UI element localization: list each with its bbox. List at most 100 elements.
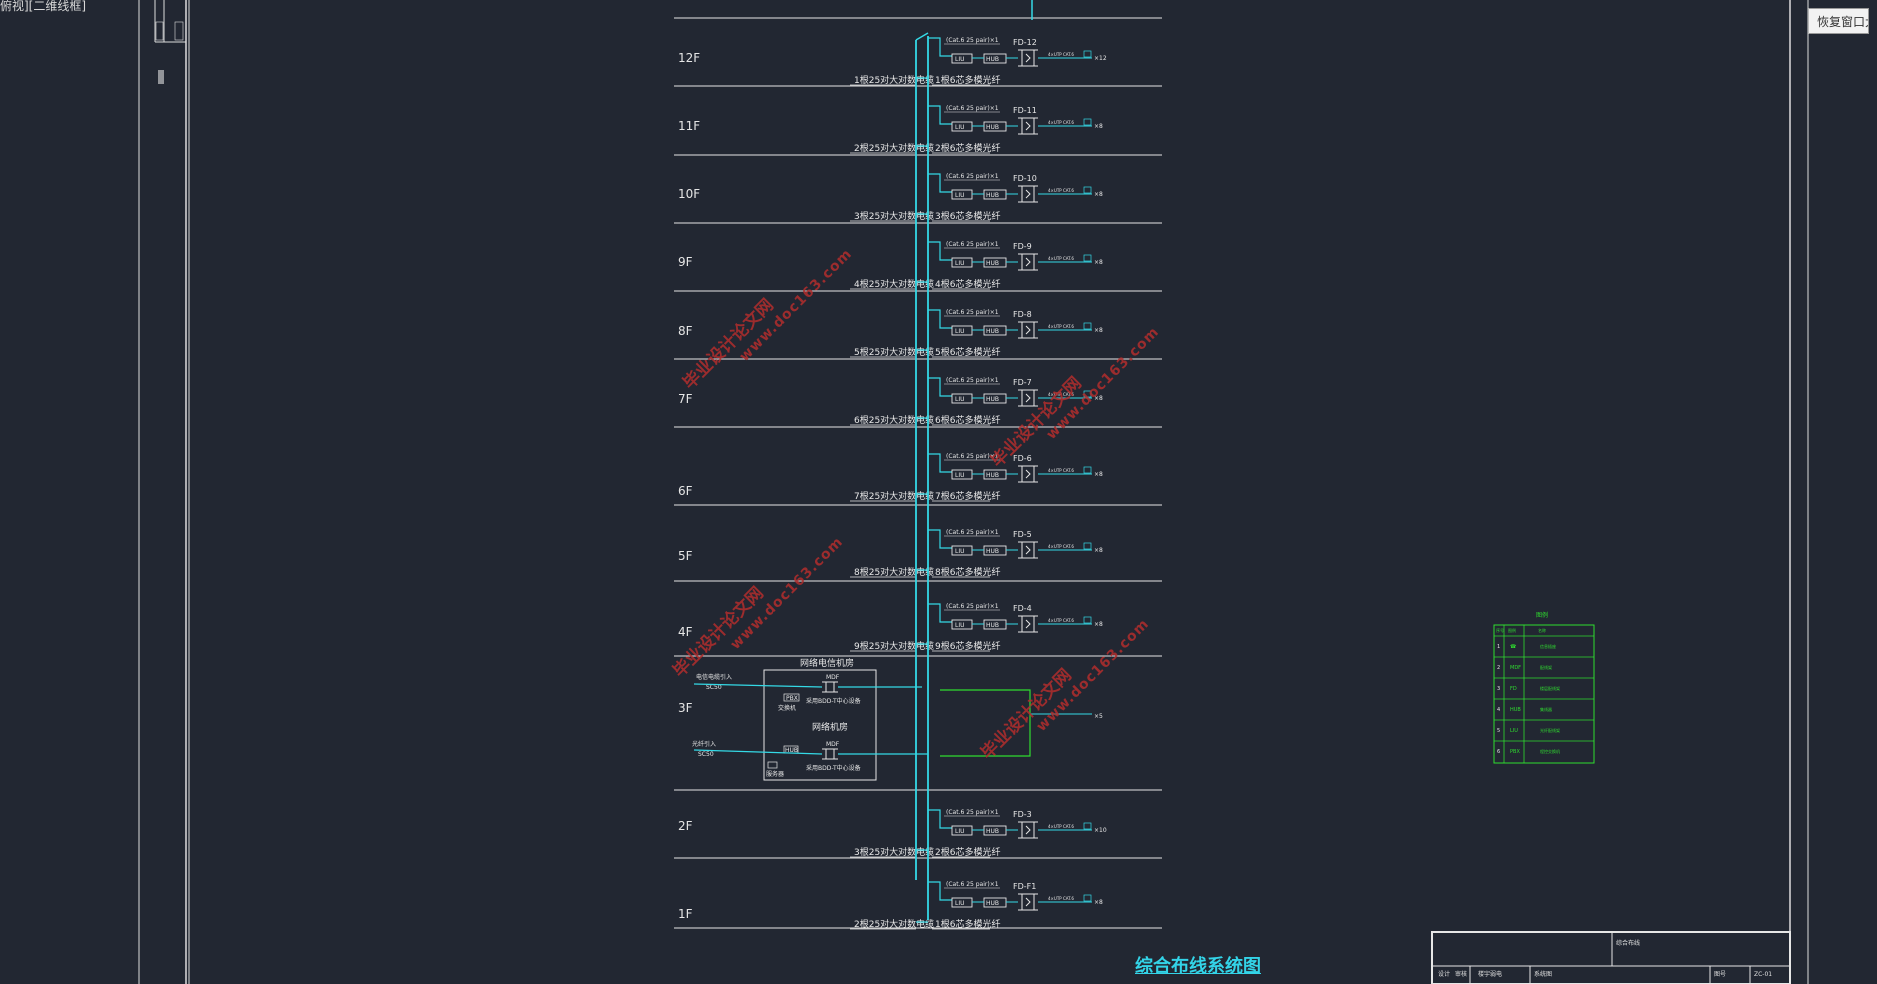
restore-window-button[interactable]: 恢复窗口大小 (1808, 8, 1869, 34)
floor-label-7f: 7F (678, 392, 693, 406)
fd-label: FD-F1 (1013, 882, 1036, 891)
floor-label-8f: 8F (678, 324, 693, 338)
backbone-cable-label: 4根25对大对数电缆 (854, 278, 934, 290)
riser-branch (928, 309, 952, 329)
fd-symbol (1018, 465, 1038, 483)
fiber-label: 1根6芯多模光纤 (935, 918, 1000, 930)
title-block-frame (1431, 931, 1791, 984)
outlet-count: ×8 (1094, 395, 1103, 402)
viewport-label[interactable]: 俯视][二维线框] (0, 0, 87, 13)
liu-label: LIU (955, 192, 965, 199)
floor-label-12f: 12F (678, 51, 700, 65)
cat6-pair-label: (Cat.6 25 pair)×1 (946, 309, 999, 316)
fd-symbol (1018, 615, 1038, 633)
outlet-icon (1083, 542, 1092, 550)
backbone-cable-label: 3根25对大对数电缆 (854, 210, 934, 222)
outlet-count: ×8 (1094, 471, 1103, 478)
legend-no: 3 (1497, 686, 1500, 692)
riser-branch (928, 241, 952, 261)
legend-name: 配线架 (1540, 664, 1552, 670)
backbone-cable-label: 6根25对大对数电缆 (854, 414, 934, 426)
backbone-cable-label: 9根25对大对数电缆 (854, 640, 934, 652)
outlet-cable-label: 4×UTP CAT.6 (1048, 324, 1074, 329)
floor-label-11f: 11F (678, 119, 700, 133)
fd-label: FD-5 (1013, 530, 1032, 539)
fd-symbol (1018, 321, 1038, 339)
liu-label: LIU (955, 472, 965, 479)
cat6-pair-label: (Cat.6 25 pair)×1 (946, 809, 999, 816)
outlet-cable-label: 4×UTP CAT.6 (1048, 824, 1074, 829)
hub-label: HUB (986, 548, 999, 555)
riser-branch (928, 603, 952, 623)
outlet-cable-label: 4×UTP CAT.6 (1048, 188, 1074, 193)
hub-label: HUB (986, 328, 999, 335)
fd-label: FD-11 (1013, 106, 1037, 115)
legend-sym: HUB (1510, 707, 1521, 713)
outlet-cable-label: 4×UTP CAT.6 (1048, 52, 1074, 57)
hub-label: HUB (986, 828, 999, 835)
liu-label: LIU (955, 622, 965, 629)
floor-label-4f: 4F (678, 625, 693, 639)
outlet-cable-label: 4×UTP CAT.6 (1048, 896, 1074, 901)
outlet-icon (1083, 186, 1092, 194)
legend-name: 楼层配线架 (1540, 685, 1560, 691)
backbone-cable-label: 3根25对大对数电缆 (854, 846, 934, 858)
cat6-pair-label: (Cat.6 25 pair)×1 (946, 37, 999, 44)
liu-label: LIU (955, 328, 965, 335)
riser-branch (928, 105, 952, 125)
cat6-pair-label: (Cat.6 25 pair)×1 (946, 377, 999, 384)
hub-label: HUB (986, 124, 999, 131)
fd-label: FD-4 (1013, 604, 1032, 613)
title-block-system: 楼宇弱电 (1478, 970, 1502, 978)
pbx-label: 交换机 (778, 704, 796, 712)
legend-no: 6 (1497, 749, 1500, 755)
hub-label: HUB (986, 192, 999, 199)
drawing-title[interactable]: 综合布线系统图 (1135, 956, 1261, 977)
cat6-pair-label: (Cat.6 25 pair)×1 (946, 105, 999, 112)
fd-symbol (1018, 117, 1038, 135)
legend-sym: FD (1510, 686, 1517, 692)
fiber-label: 8根6芯多模光纤 (935, 566, 1000, 578)
cat6-pair-label: (Cat.6 25 pair)×1 (946, 453, 999, 460)
outlet-count: ×8 (1094, 621, 1103, 628)
floor-label-10f: 10F (678, 187, 700, 201)
legend-no: 2 (1497, 665, 1500, 671)
outlet-count: ×10 (1094, 827, 1107, 834)
fd-label: FD-3 (1013, 810, 1032, 819)
fd-symbol (1018, 253, 1038, 271)
outlet-icon (1083, 118, 1092, 126)
title-block: 综合布线 设计 审核 楼宇弱电 系统图 图号 ZC-01 (1431, 931, 1791, 984)
outlet-icon (1083, 466, 1092, 474)
fd-symbol (1018, 49, 1038, 67)
pbx-box (783, 693, 800, 702)
legend-sym: LIU (1510, 728, 1518, 734)
floor-label-6f: 6F (678, 484, 693, 498)
legend-name: 信息插座 (1540, 643, 1556, 649)
pbx-box-label: PBX (786, 695, 798, 702)
title-block-project: 综合布线 (1616, 939, 1640, 947)
backbone-cable-label: 2根25对大对数电缆 (854, 918, 934, 930)
outlet-cable-label: 4×UTP CAT.6 (1048, 544, 1074, 549)
riser-branch (928, 529, 952, 549)
legend-no: 1 (1497, 644, 1500, 650)
title-block-drawing: 系统图 (1534, 970, 1552, 978)
legend-header-no: 序号 (1496, 627, 1504, 633)
outlet-cable-label: 4×UTP CAT.6 (1048, 392, 1074, 397)
fiber-label: 7根6芯多模光纤 (935, 490, 1000, 502)
liu-label: LIU (955, 828, 965, 835)
outlet-count-3f: ×5 (1094, 713, 1103, 720)
outlet-icon (1083, 894, 1092, 902)
outlet-cable-label: 4×UTP CAT.6 (1048, 256, 1074, 261)
backbone-cable-label: 1根25对大对数电缆 (854, 74, 934, 86)
cat6-pair-label: (Cat.6 25 pair)×1 (946, 173, 999, 180)
legend-no: 4 (1497, 707, 1500, 713)
hub-label: HUB (986, 622, 999, 629)
outlet-count: ×8 (1094, 899, 1103, 906)
liu-label: LIU (955, 260, 965, 267)
backbone-cable-label: 8根25对大对数电缆 (854, 566, 934, 578)
fd-label: FD-6 (1013, 454, 1032, 463)
floor-label-1f: 1F (678, 907, 693, 921)
